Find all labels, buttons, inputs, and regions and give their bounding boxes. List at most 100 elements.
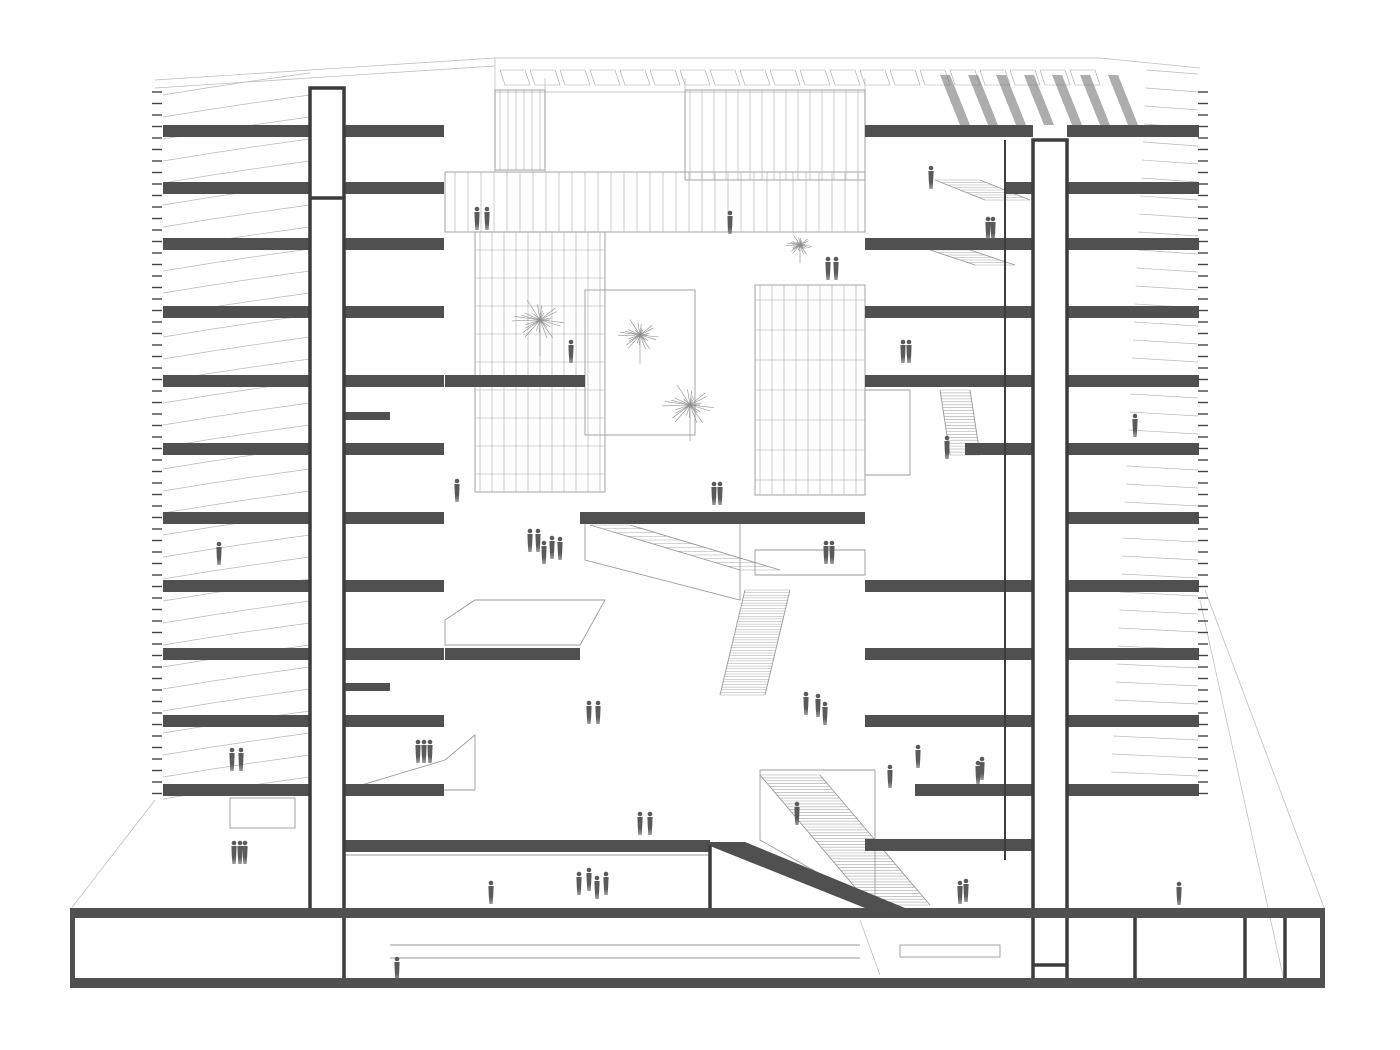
landing-slab xyxy=(345,683,390,691)
skylight-fin xyxy=(589,69,621,86)
tree-branch xyxy=(689,395,693,406)
facade-line xyxy=(162,336,311,360)
tree-branch xyxy=(539,319,548,339)
floor-slab xyxy=(580,512,865,524)
human-figure-icon xyxy=(957,880,963,904)
skylight-fin xyxy=(1052,75,1082,125)
skylight-fin xyxy=(940,75,970,125)
tree-branch xyxy=(526,300,541,321)
tree-branch xyxy=(512,319,541,322)
human-figure-icon xyxy=(794,801,800,825)
tree-branch xyxy=(799,244,811,249)
tree-branch xyxy=(628,334,641,349)
tree-branch xyxy=(799,244,812,247)
tree-branch xyxy=(689,397,695,406)
stair xyxy=(629,524,781,571)
stair xyxy=(764,589,791,696)
floor-slab xyxy=(344,443,444,455)
floor-slab xyxy=(344,375,444,387)
facade-line xyxy=(1125,483,1199,489)
facade-line xyxy=(1123,537,1199,543)
floor-slab xyxy=(1067,182,1199,194)
tree-branch xyxy=(628,334,641,340)
tree-branch xyxy=(625,330,641,336)
tree-branch xyxy=(689,404,698,424)
tree-branch xyxy=(686,404,691,416)
floor-slab xyxy=(163,182,310,194)
human-figure-icon xyxy=(603,871,609,895)
human-figure-icon xyxy=(415,739,421,763)
human-figure-icon xyxy=(576,871,582,895)
facade-line xyxy=(1112,753,1199,759)
human-figure-icon xyxy=(586,700,592,724)
tree-branch xyxy=(792,244,801,254)
human-figure-icon xyxy=(541,540,547,564)
tree-branch xyxy=(674,397,691,406)
facade-line xyxy=(162,72,311,96)
human-figure-icon xyxy=(586,867,592,891)
facade-line xyxy=(1115,681,1199,687)
facade-line xyxy=(162,600,311,624)
human-figure-icon xyxy=(833,256,839,280)
human-figure-icon xyxy=(825,256,831,280)
tree-branch xyxy=(689,404,701,413)
interior-platforms xyxy=(229,389,1001,959)
stair xyxy=(934,179,986,201)
floor-slab xyxy=(965,443,1033,455)
floor-slab xyxy=(865,648,1033,660)
tree-branch xyxy=(533,313,541,321)
facade-line xyxy=(162,688,311,712)
human-figure-icon xyxy=(963,878,969,902)
facade-line xyxy=(1118,627,1199,633)
human-figure-icon xyxy=(595,700,601,724)
floor-slab xyxy=(344,648,444,660)
tree-branch xyxy=(539,319,554,339)
tree-branch xyxy=(628,334,641,342)
floor-slab xyxy=(345,840,710,852)
floor-slab xyxy=(1005,182,1033,194)
human-figure-icon xyxy=(815,693,821,717)
floor-slabs xyxy=(163,125,1199,908)
tree-branch xyxy=(539,312,545,321)
facade-line xyxy=(1113,735,1199,741)
tree-branch xyxy=(675,404,691,411)
tree-branch xyxy=(799,244,806,249)
facade-line xyxy=(162,556,311,580)
facade-line xyxy=(1135,285,1199,291)
stair xyxy=(589,524,741,571)
tree-branch xyxy=(799,244,807,255)
human-figure-icon xyxy=(488,880,494,904)
tree-branch xyxy=(676,385,691,406)
facade-line xyxy=(162,534,311,558)
floor-slab xyxy=(1067,443,1199,455)
facade-line xyxy=(1132,339,1199,345)
human-figure-icon xyxy=(711,481,717,505)
facade-line xyxy=(1146,69,1199,75)
tree-branch xyxy=(514,316,541,321)
human-figure-icon xyxy=(394,956,400,980)
human-figure-icon xyxy=(915,744,921,768)
human-figure-icon xyxy=(1132,413,1138,437)
tree-branch xyxy=(683,398,691,406)
human-figure-icon xyxy=(549,535,555,559)
human-figure-icon xyxy=(238,747,244,771)
floor-slab xyxy=(865,375,1033,387)
floor-slab xyxy=(344,715,444,727)
skylight-fin xyxy=(619,69,651,86)
tree-branch xyxy=(618,334,641,337)
human-figure-icon xyxy=(484,206,490,230)
tree-branch xyxy=(619,331,641,336)
facade-line xyxy=(1141,159,1199,165)
facade-line xyxy=(1124,501,1199,507)
facade-mullion-ticks xyxy=(152,91,1208,795)
tree-branch xyxy=(672,404,691,419)
tree-branch xyxy=(799,240,802,246)
floor-slab xyxy=(1067,648,1199,660)
facade-line xyxy=(1145,87,1199,93)
facade-line xyxy=(1130,393,1199,399)
ramp-slab xyxy=(700,842,905,908)
facade-line xyxy=(162,468,311,492)
skylight-fin xyxy=(829,69,861,86)
tree-branch xyxy=(539,317,552,321)
